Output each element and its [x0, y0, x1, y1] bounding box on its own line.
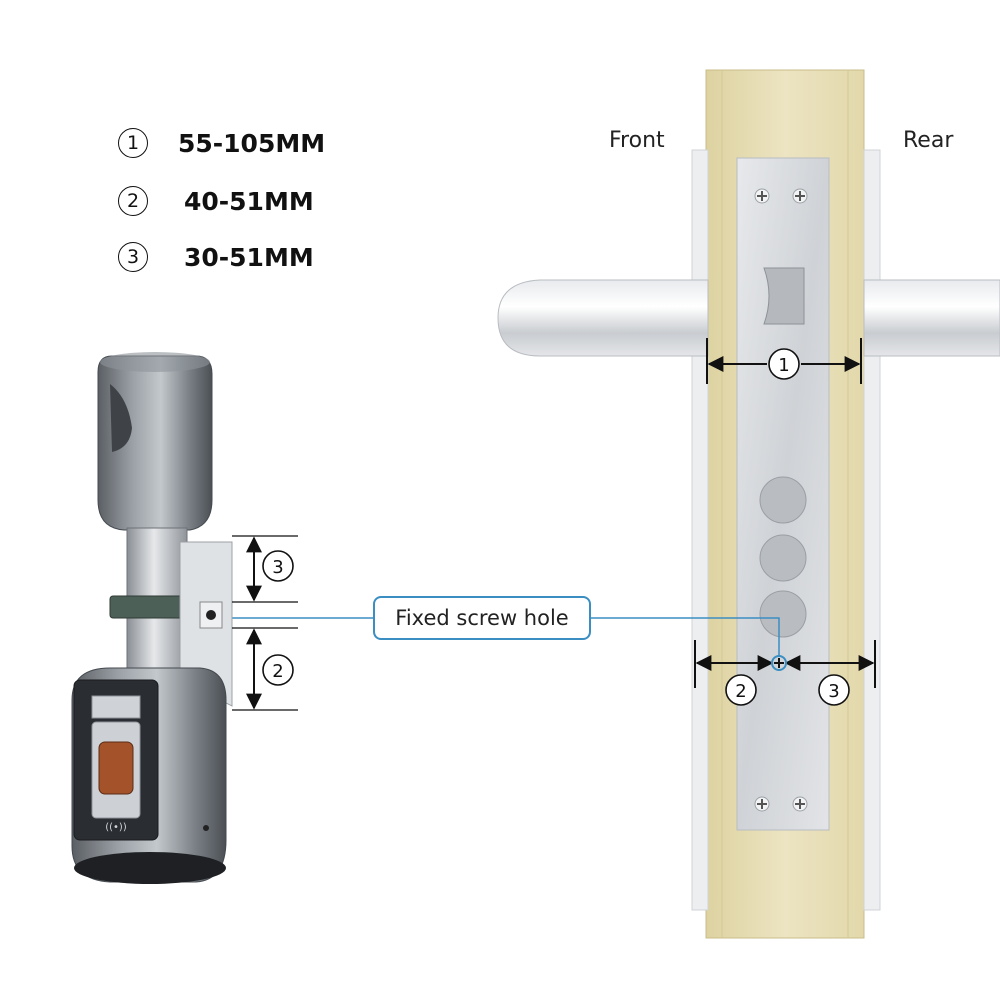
latch-bolt — [763, 267, 805, 325]
smart-lock-cylinder: ((•)) — [71, 352, 233, 884]
spec-value: 40-51MM — [184, 186, 314, 216]
screw-icon — [754, 796, 770, 812]
marker-circle: 3 — [118, 242, 148, 272]
deadbolt-pin — [759, 476, 807, 524]
screw-icon — [792, 188, 808, 204]
rfid-icon: ((•)) — [105, 822, 127, 833]
marker-circle: 1 — [118, 128, 148, 158]
spec-row-2: 2 40-51MM — [118, 186, 314, 216]
spec-row-3: 3 30-51MM — [118, 242, 314, 272]
dimension-cylinder: 3 2 — [232, 535, 298, 711]
screw-icon — [792, 796, 808, 812]
marker-circle: 3 — [828, 681, 839, 702]
callout-connector — [222, 617, 780, 656]
fingerprint-sensor — [98, 741, 134, 795]
spec-value: 55-105MM — [178, 128, 326, 158]
screw-icon — [754, 188, 770, 204]
dimension-door-thickness: 1 — [706, 338, 862, 384]
deadbolt-pin — [759, 590, 807, 638]
marker-circle: 3 — [272, 557, 283, 578]
marker-circle: 2 — [735, 681, 746, 702]
front-label: Front — [609, 128, 665, 153]
marker-circle: 1 — [778, 355, 789, 376]
dimension-door-screw-offsets: 2 3 — [694, 640, 876, 706]
deadbolt-pin — [759, 534, 807, 582]
rear-label: Rear — [903, 128, 954, 153]
marker-circle: 2 — [272, 661, 283, 682]
fixed-screw-hole-callout: Fixed screw hole — [373, 596, 591, 640]
door-handles — [497, 149, 1000, 911]
spec-value: 30-51MM — [184, 242, 314, 272]
marker-circle: 2 — [118, 186, 148, 216]
spec-row-1: 1 55-105MM — [118, 128, 325, 158]
screw-hole-icon — [206, 610, 216, 620]
lock-face-plate — [736, 157, 830, 831]
